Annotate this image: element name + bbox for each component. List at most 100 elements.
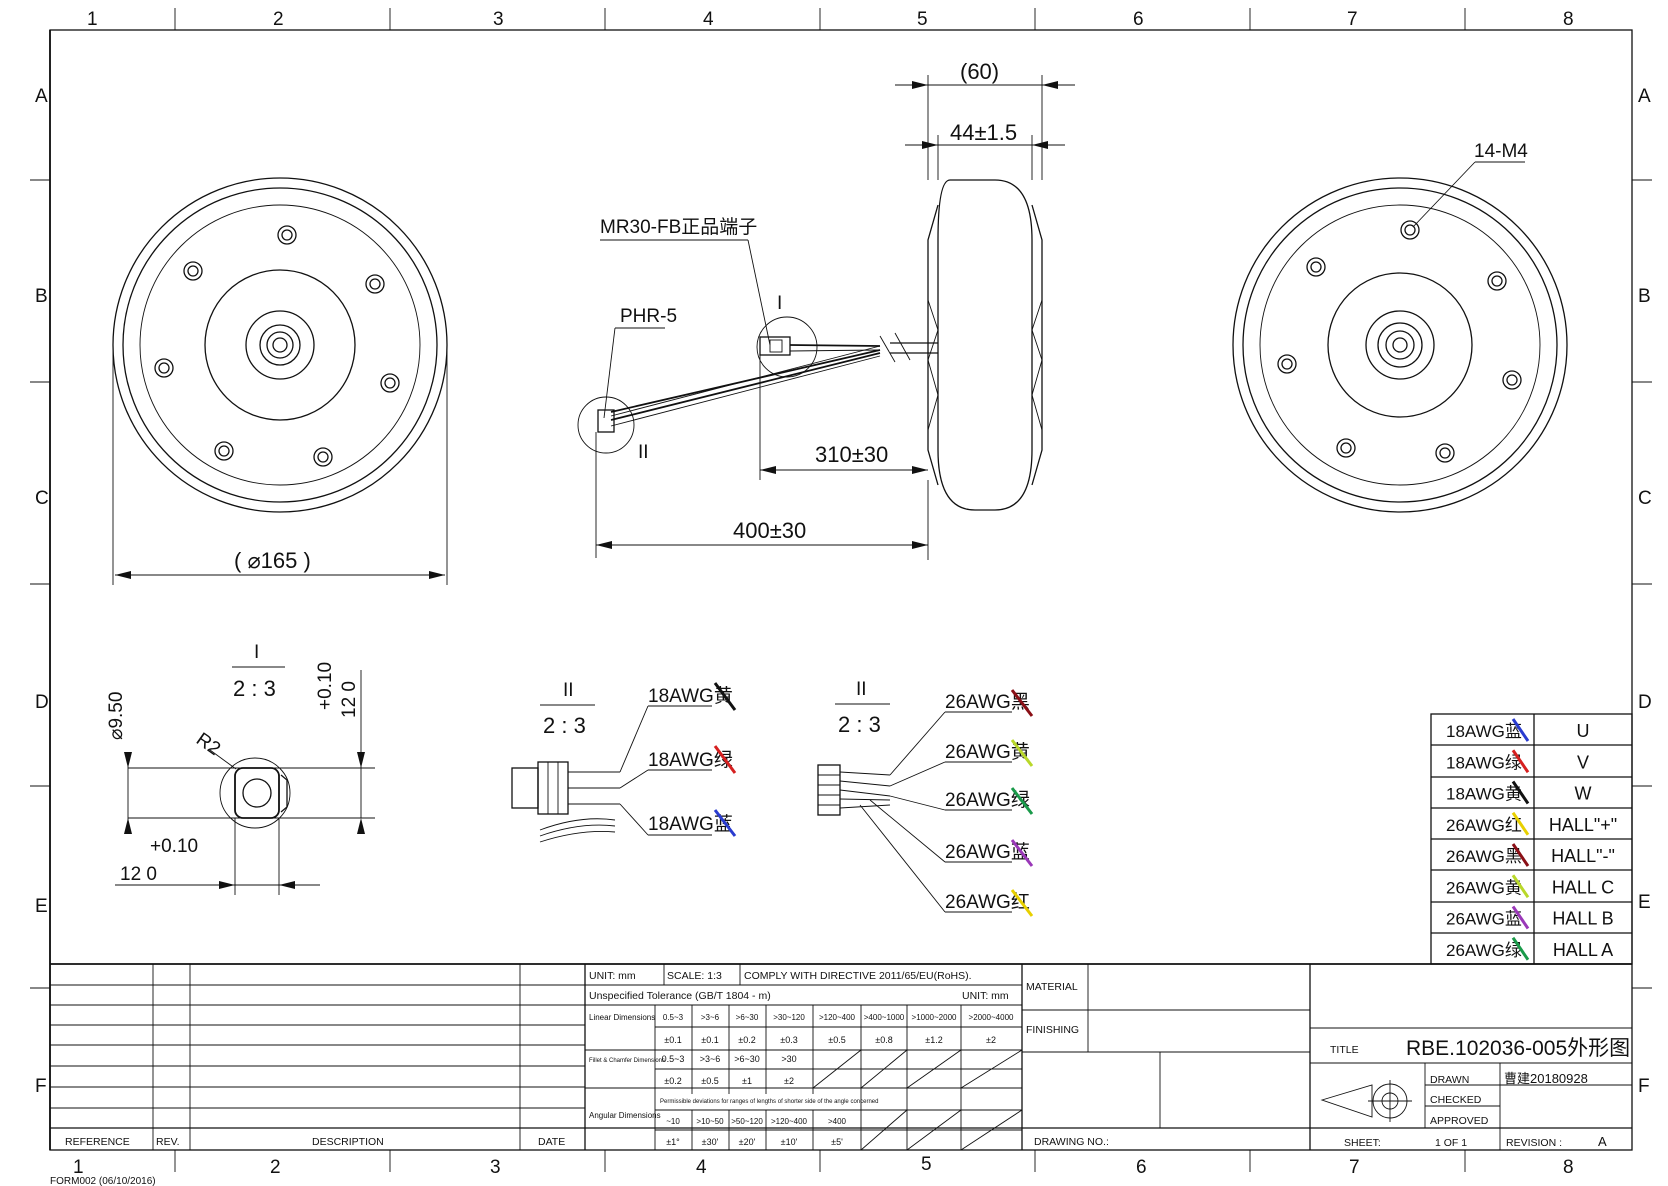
wire-table-signal: HALL"+"	[1549, 815, 1617, 835]
grid-col-8-top: 8	[1563, 9, 1574, 30]
tolerance-cell: >2000~4000	[969, 1013, 1014, 1022]
tolerance-cell: >3~6	[700, 1054, 721, 1064]
wire-table-wire: 18AWG黄	[1446, 785, 1522, 804]
grid-row-c-left: C	[35, 488, 49, 509]
tb-title: RBE.102036-005外形图	[1406, 1037, 1630, 1060]
back-view: 14-M4	[1232, 141, 1568, 513]
wire-table-swatch	[1511, 936, 1530, 961]
tb-unit: UNIT: mm	[589, 970, 636, 982]
tolerance-cell: >400~1000	[864, 1013, 905, 1022]
detail-mr30-title: II	[563, 680, 574, 701]
tolerance-cell: >3~6	[701, 1013, 720, 1022]
side-total-length-label: 400±30	[733, 518, 806, 543]
detail-shaft: I 2 : 3 ⌀9.50 +0.10 12 0 R2 +0.10 12 0	[106, 642, 375, 895]
side-phr-label: PHR-5	[620, 306, 677, 327]
grid-col-6-top: 6	[1133, 9, 1144, 30]
tolerance-cell: ~10	[666, 1117, 680, 1126]
detail-phr-wire-4: 26AWG蓝	[945, 841, 1030, 863]
tb-approved: APPROVED	[1430, 1115, 1489, 1127]
tolerance-cell: ±0.1	[701, 1035, 718, 1045]
side-width-label: (60)	[960, 59, 999, 84]
detail-shaft-dim2-base: 12 0	[120, 864, 157, 885]
side-mr30-label: MR30-FB正品端子	[600, 216, 757, 238]
wire-table-signal: HALL B	[1552, 909, 1613, 929]
title-block: REFERENCE REV. DESCRIPTION DATE	[50, 963, 1632, 1186]
projection-symbol	[1320, 1080, 1412, 1122]
wire-table-swatch	[1511, 749, 1530, 774]
tb-drawn-value: 曹建20180928	[1504, 1071, 1588, 1086]
grid-row-d-right: D	[1638, 692, 1652, 713]
wire-table-signal: W	[1575, 784, 1592, 804]
grid-row-e-right: E	[1638, 892, 1651, 913]
tolerance-cell: >50~120	[731, 1117, 763, 1126]
tb-tolerance-title: Unspecified Tolerance (GB/T 1804 - m)	[589, 990, 771, 1002]
wire-table-wire: 26AWG绿	[1446, 941, 1522, 960]
detail-phr-swatch-3	[1010, 787, 1034, 815]
detail-mr30: II 2 : 3 18AWG黄 18AWG绿 18AWG蓝	[511, 680, 737, 843]
wire-table-wire: 18AWG蓝	[1446, 722, 1522, 741]
tolerance-cell: ±20'	[739, 1137, 756, 1147]
tolerance-cell: >400	[828, 1117, 847, 1126]
grid-col-3-bottom: 3	[490, 1157, 501, 1178]
detail-shaft-radius-label: R2	[192, 729, 224, 760]
tolerance-cell: ±2	[784, 1076, 794, 1086]
grid-row-d-left: D	[35, 692, 49, 713]
tb-tolerance-unit: UNIT: mm	[962, 990, 1009, 1002]
tolerance-cell: ±30'	[702, 1137, 719, 1147]
detail-shaft-dim2-top: +0.10	[150, 836, 198, 857]
grid-row-e-left: E	[35, 896, 48, 917]
front-view: ( ⌀165 )	[112, 177, 448, 585]
grid-col-8-bottom: 8	[1563, 1157, 1574, 1178]
grid-col-4-bottom: 4	[696, 1157, 707, 1178]
drawing-frame	[49, 29, 1633, 1151]
wire-table-wire: 26AWG红	[1446, 816, 1522, 835]
detail-mr30-swatch-2	[713, 745, 737, 774]
detail-phr-swatch-5	[1010, 889, 1034, 917]
wire-table-signal: U	[1577, 721, 1590, 741]
detail-mr30-swatch-1	[713, 682, 737, 711]
detail-phr-wire-5: 26AWG红	[945, 891, 1030, 913]
detail-shaft-dim1-base: 12 0	[339, 681, 360, 718]
tolerance-cell: 0.5~3	[663, 1013, 684, 1022]
side-cable-length-label: 310±30	[815, 442, 888, 467]
wire-table-swatch	[1511, 780, 1530, 805]
tolerance-cell: >10~50	[696, 1117, 724, 1126]
tolerance-cell: ±0.5	[701, 1076, 718, 1086]
tb-reference: REFERENCE	[65, 1136, 130, 1148]
tolerance-cell: ±2	[986, 1035, 996, 1045]
detail-shaft-dia-label: ⌀9.50	[106, 692, 127, 740]
wire-table-swatch	[1511, 905, 1530, 930]
grid-col-1-top: 1	[87, 9, 98, 30]
detail-mr30-wire-2: 18AWG绿	[648, 749, 733, 771]
tb-title-label: TITLE	[1330, 1044, 1359, 1056]
detail-shaft-dim1-top: +0.10	[315, 662, 336, 710]
side-view: (60) 44±1.5 I II MR30-FB正品端子 PHR-5	[577, 59, 1075, 560]
grid-col-5-top: 5	[917, 9, 928, 30]
grid-ticks	[30, 8, 1652, 1172]
grid-col-2-top: 2	[273, 9, 284, 30]
tolerance-cell: ±10'	[781, 1137, 798, 1147]
tolerance-cell: ±1°	[666, 1137, 680, 1147]
tb-drawn: DRAWN	[1430, 1074, 1469, 1086]
tolerance-cell: >6~30	[734, 1054, 760, 1064]
tolerance-cell: >1000~2000	[912, 1013, 957, 1022]
tb-fillet-label: Fillet & Chamfer Dimensions	[589, 1058, 665, 1064]
grid-row-f-right: F	[1638, 1076, 1650, 1097]
detail-phr-swatch-1	[1010, 689, 1034, 717]
grid-col-5-bottom: 5	[921, 1154, 932, 1175]
detail-phr: II 2 : 3 26AWG黑 26AWG黄 26AWG绿 26AWG蓝 26A…	[817, 679, 1034, 917]
tolerance-cell: ±0.1	[664, 1035, 681, 1045]
tolerance-cell: >6~30	[736, 1013, 759, 1022]
tb-material: MATERIAL	[1026, 981, 1078, 993]
detail-shaft-scale: 2 : 3	[233, 676, 276, 701]
tolerance-cell: ±0.8	[875, 1035, 892, 1045]
grid-row-f-left: F	[35, 1076, 47, 1097]
tb-revision: A	[1598, 1134, 1607, 1149]
grid-labels: 1 2 3 4 5 6 7 8 1 2 3 4 5 6 7 8 A B C D …	[35, 9, 1652, 1178]
tolerance-cell: ±0.2	[738, 1035, 755, 1045]
tolerance-cell: ±0.3	[780, 1035, 797, 1045]
detail-phr-wire-3: 26AWG绿	[945, 789, 1030, 811]
grid-row-b-right: B	[1638, 286, 1651, 307]
